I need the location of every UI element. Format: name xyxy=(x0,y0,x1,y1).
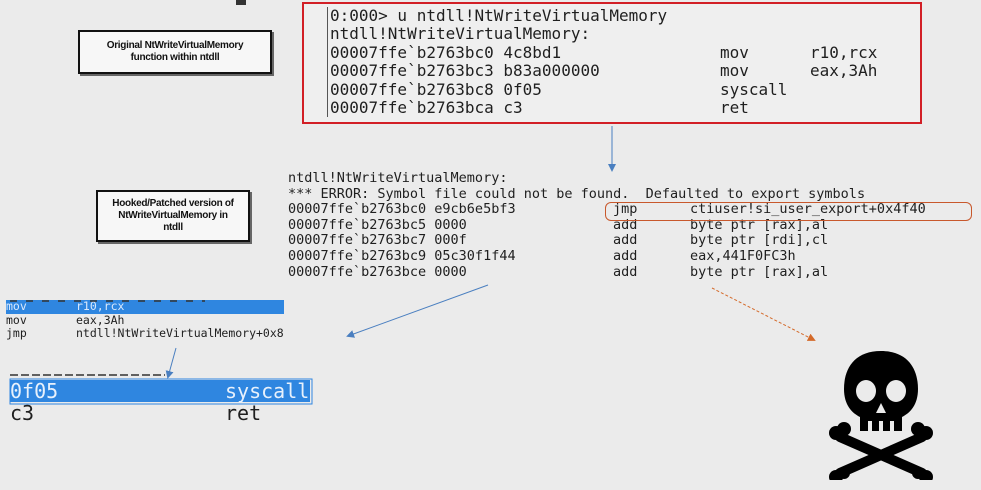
original-disassembly-panel: 0:000> u ntdll!NtWriteVirtualMemory ntdl… xyxy=(302,2,922,124)
listing-row: 00007ffe`b2763bc0 e9cb6e5bf3 jmp ctiuser… xyxy=(288,201,926,218)
listing-row-selected: mov r10,rcx xyxy=(6,299,284,314)
symbol-error-message: *** ERROR: Symbol file could not be foun… xyxy=(288,185,866,202)
skull-crossbones-icon xyxy=(829,351,933,480)
syscall-listing: 0f05 syscall c3 ret xyxy=(10,380,310,424)
arrow-hooked-to-trampoline xyxy=(346,284,489,338)
listing-row-selected: 0f05 syscall xyxy=(10,379,310,403)
listing-row: jmp ntdll!NtWriteVirtualMemory+0x8 xyxy=(6,326,284,340)
listing-row: mov eax,3Ah xyxy=(6,312,125,327)
symbol-name: ntdll!NtWriteVirtualMemory: xyxy=(330,24,591,44)
listing-row: c3 ret xyxy=(10,401,262,425)
arrow-jmp-to-skull xyxy=(711,287,816,341)
debugger-command: 0:000> u ntdll!NtWriteVirtualMemory xyxy=(330,6,668,25)
original-listing: 0:000> u ntdll!NtWriteVirtualMemory ntdl… xyxy=(327,6,878,118)
syscall-selection-outline xyxy=(9,378,313,405)
symbol-name: ntdll!NtWriteVirtualMemory: xyxy=(288,170,508,186)
arrow-trampoline-to-syscall xyxy=(165,347,177,379)
listing-row: 00007ffe`b2763bc3 b83a000000 mov eax,3Ah xyxy=(330,61,878,81)
listing-row: 00007ffe`b2763bc8 0f05 syscall xyxy=(330,79,788,99)
hooked-function-label: Hooked/Patched version of NtWriteVirtual… xyxy=(96,190,250,242)
trampoline-listing: mov r10,rcx mov eax,3Ah jmp ntdll!NtWrit… xyxy=(6,299,284,341)
jmp-hook-highlight xyxy=(605,202,972,221)
listing-row: 00007ffe`b2763bc0 4c8bd1 mov r10,rcx xyxy=(330,42,878,62)
cropped-title-fragment xyxy=(236,0,246,5)
original-function-label: Original NtWriteVirtualMemory function w… xyxy=(78,30,272,74)
listing-row: 00007ffe`b2763bc9 05c30f1f44 add eax,441… xyxy=(288,247,796,264)
listing-row: 00007ffe`b2763bca c3 ret xyxy=(330,98,749,118)
listing-row: 00007ffe`b2763bc7 000f add byte ptr [rdi… xyxy=(288,232,829,249)
listing-row: 00007ffe`b2763bce 0000 add byte ptr [rax… xyxy=(288,263,829,280)
